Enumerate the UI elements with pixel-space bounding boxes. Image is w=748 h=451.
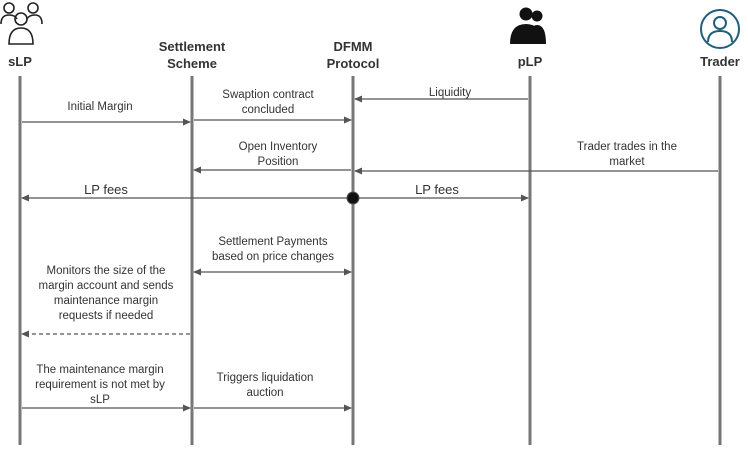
maintenance-label-line3: sLP (90, 394, 110, 406)
triggers-label-line1: Triggers liquidation (217, 372, 314, 384)
actor-settlement-label-line2: Scheme (167, 56, 217, 71)
settlement-payments-label-line1: Settlement Payments (218, 236, 328, 248)
actor-dfmm-label-line2: Protocol (327, 56, 380, 71)
monitors-label-line2: margin account and sends (39, 280, 174, 292)
trader-trades-label-line1: Trader trades in the (577, 141, 677, 153)
maintenance-label-line2: requirement is not met by (35, 379, 165, 391)
user-circle-icon (700, 9, 740, 49)
swaption-label-line1: Swaption contract (222, 89, 314, 101)
initial-margin-label: Initial Margin (67, 101, 132, 113)
lp-fees-left-label: LP fees (84, 182, 128, 197)
trader-trades-label-line2: market (609, 156, 645, 168)
lp-fees-right-label: LP fees (415, 182, 459, 197)
triggers-label-line2: auction (246, 387, 283, 399)
actor-settlement-label-line1: Settlement (159, 39, 226, 54)
maintenance-label-line1: The maintenance margin (36, 364, 163, 376)
settlement-payments-label-line2: based on price changes (212, 251, 334, 263)
users-filled-icon (510, 7, 546, 44)
swaption-label-line2: concluded (242, 104, 294, 116)
monitors-label-line1: Monitors the size of the (47, 265, 166, 277)
open-inventory-label-line1: Open Inventory (239, 141, 318, 153)
actor-slp-label: sLP (8, 54, 32, 69)
liquidity-label: Liquidity (429, 87, 471, 99)
open-inventory-label-line2: Position (258, 156, 299, 168)
actor-plp-label: pLP (518, 54, 543, 69)
actor-dfmm-label-line1: DFMM (334, 39, 373, 54)
users-outline-icon (0, 2, 43, 45)
monitors-label-line4: requests if needed (59, 310, 154, 322)
monitors-label-line3: maintenance margin (54, 295, 158, 307)
actor-trader-label: Trader (700, 54, 740, 69)
fee-split-node (346, 191, 360, 205)
